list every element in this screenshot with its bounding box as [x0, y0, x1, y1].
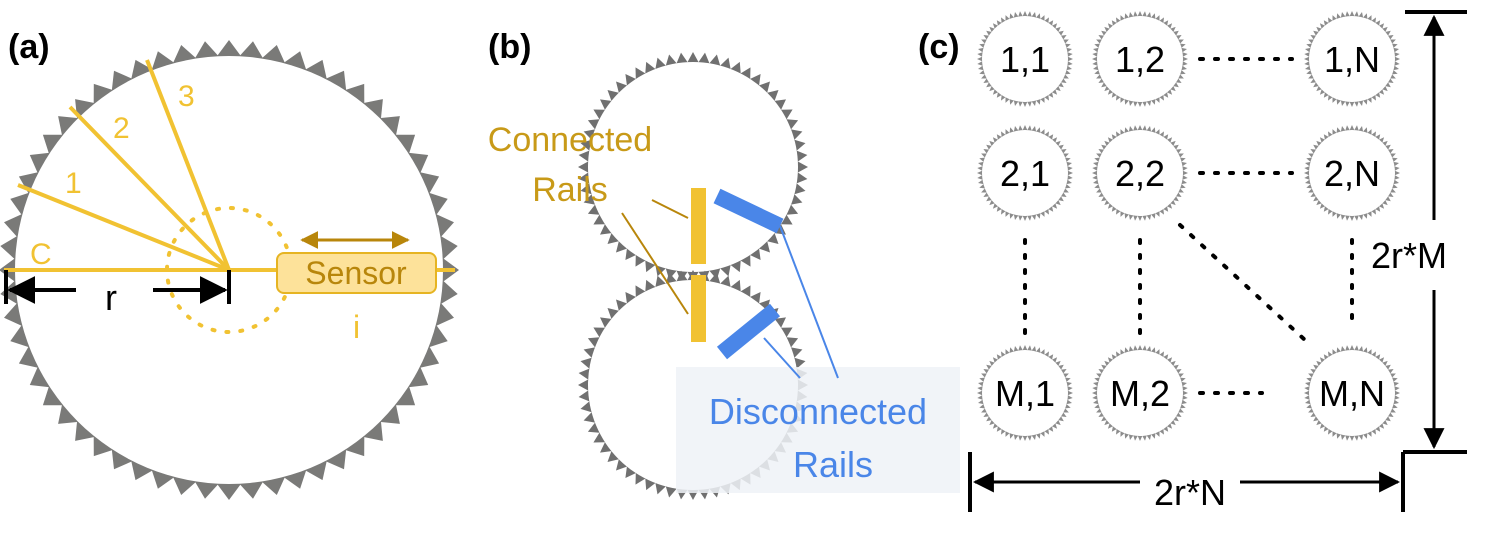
grid-gear-2-2: 2,2: [1092, 125, 1188, 221]
grid-gear-M-2: M,2: [1092, 345, 1188, 441]
gear-b-top-face: [588, 62, 798, 272]
grid-gear-face: [982, 350, 1068, 436]
dots-diagonal: [1178, 223, 1307, 342]
disconnected-rail-top: [713, 188, 784, 234]
grid-gear-1-N: 1,N: [1304, 11, 1400, 107]
panel-c-label: (c): [918, 28, 960, 66]
grid-gear-label: 1,2: [1115, 39, 1165, 80]
panel-a-label: (a): [8, 28, 50, 66]
grid-gear-2-1: 2,1: [977, 125, 1073, 221]
panel-b-label: (b): [488, 28, 531, 66]
grid-gear-label: 2,1: [1000, 153, 1050, 194]
panel-a: 3 2 1 C r Sensor i (a): [0, 28, 459, 500]
height-label: 2r*M: [1371, 235, 1447, 276]
grid-gear-face: [982, 16, 1068, 102]
grid-gear-face: [1097, 350, 1183, 436]
connected-leader-top: [651, 199, 689, 219]
spoke-1: [17, 183, 230, 272]
grid-gear-label: 1,1: [1000, 39, 1050, 80]
sensor-box: [276, 252, 437, 294]
index-label: i: [353, 309, 360, 345]
disconnected-leader-top: [779, 225, 839, 379]
panel-b: Connected Rails Disconnected Rails (b): [488, 28, 960, 500]
connected-rail-top: [691, 188, 706, 264]
grid-gear-face: [1309, 16, 1395, 102]
spoke-label-2: 2: [113, 112, 130, 145]
spoke-3: [145, 59, 231, 271]
disconnected-rail-bottom: [716, 303, 781, 360]
grid-gear-label: M,N: [1319, 373, 1385, 414]
connected-label-line1: Connected: [488, 121, 652, 159]
grid-gear-label: M,2: [1110, 373, 1170, 414]
connected-label-line2: Rails: [532, 171, 608, 209]
grid-gear-face: [1309, 350, 1395, 436]
grid-gear-2-N: 2,N: [1304, 125, 1400, 221]
disconnected-label-line2: Rails: [793, 444, 873, 485]
disconnected-leader-bottom: [763, 337, 801, 379]
grid-gear-1-2: 1,2: [1092, 11, 1188, 107]
grid-gear-face: [1309, 130, 1395, 216]
disconnected-label-bg: [676, 367, 960, 493]
grid-gear-1-1: 1,1: [977, 11, 1073, 107]
grid-gear-face: [1097, 130, 1183, 216]
disconnected-label-line1: Disconnected: [709, 391, 927, 432]
grid-gear-face: [1097, 16, 1183, 102]
grid-gear-label: M,1: [995, 373, 1055, 414]
spoke-label-1: 1: [65, 167, 82, 200]
spoke-label-c: C: [30, 238, 52, 271]
grid-gear-M-N: M,N: [1304, 345, 1400, 441]
radius-label: r: [105, 277, 117, 318]
grid-gear-M-1: M,1: [977, 345, 1073, 441]
spoke-label-3: 3: [178, 80, 195, 113]
grid-gear-label: 2,2: [1115, 153, 1165, 194]
grid-gear-label: 2,N: [1324, 153, 1380, 194]
connected-rail-bottom: [691, 275, 706, 342]
grid-gear-face: [982, 130, 1068, 216]
panel-c: (c) 1,1 1,2 1,N 2,1 2,2 2,N M,1 M,2 M,N 2r*M 2r*…: [918, 10, 1467, 513]
gear-grid: 1,1 1,2 1,N 2,1 2,2 2,N M,1 M,2 M,N: [977, 11, 1400, 441]
width-label: 2r*N: [1154, 472, 1226, 513]
spoke-2: [68, 105, 231, 272]
grid-gear-label: 1,N: [1324, 39, 1380, 80]
sensor-label: Sensor: [305, 255, 407, 291]
connected-leader-bottom: [621, 212, 689, 315]
